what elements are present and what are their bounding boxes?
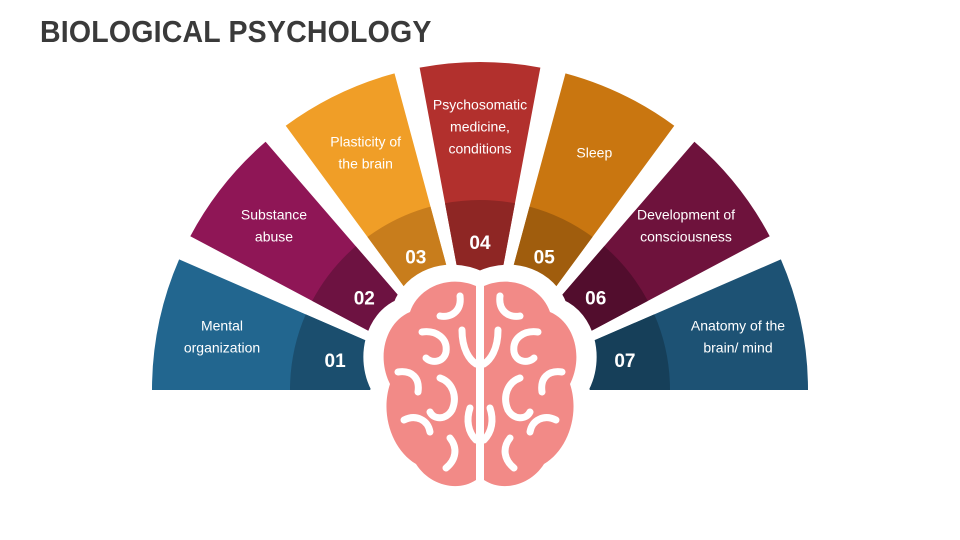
segment-label-line: conditions [448,141,511,157]
segment-label-line: Mental [201,317,243,333]
brain-icon [363,264,597,506]
page-title: BIOLOGICAL PSYCHOLOGY [40,14,432,49]
segment-label-line: Psychosomatic [433,97,527,113]
segment-label-line: the brain [338,156,392,172]
segment-label-line: Plasticity of [330,134,401,150]
segment-label-line: abuse [255,229,293,245]
segment-number: 02 [354,289,375,310]
segment-label-line: Substance [241,207,307,223]
segment-number: 06 [585,289,606,310]
segment-01: 01 Mental organization [152,259,389,390]
segment-number: 07 [614,351,635,372]
segment-03: 03 Plasticity of the brain [285,73,454,310]
segment-label-line: consciousness [640,229,732,245]
segment-label-line: organization [184,339,260,355]
segment-label-line: brain/ mind [703,339,772,355]
segment-number: 01 [325,351,347,372]
segment-07: 07 Anatomy of the brain/ mind [571,259,808,390]
segment-number: 03 [405,248,426,269]
segment-number: 04 [469,233,491,254]
segment-label-line: medicine, [450,119,510,135]
segment-number: 05 [534,248,556,269]
segment-inner-band-07 [571,314,670,390]
segment-label-line: Anatomy of the [691,317,785,333]
segment-inner-band-01 [290,314,389,390]
segment-outer-04 [419,62,541,292]
segment-label-line: Development of [637,207,735,223]
segment-label-line: Sleep [576,145,612,161]
